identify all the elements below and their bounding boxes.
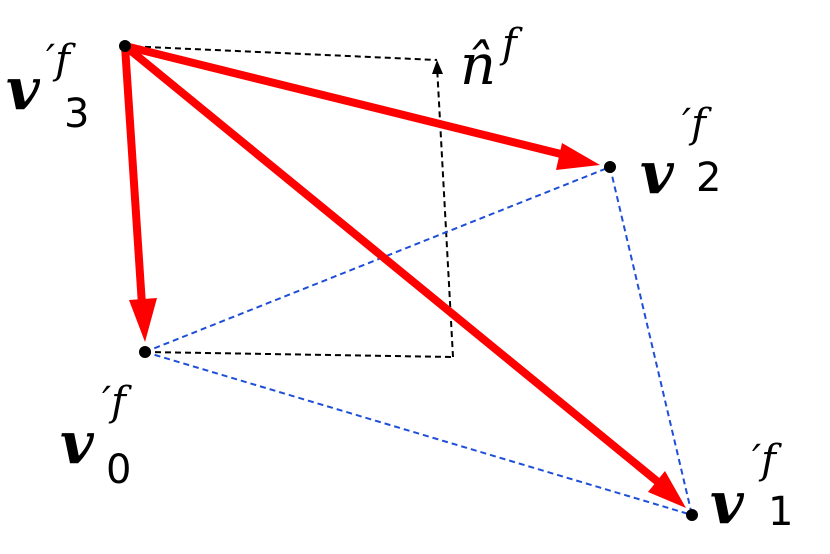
label-v0-sup: ′f: [102, 379, 126, 425]
label-v2-base: v: [640, 139, 674, 207]
label-v3-sub: 3: [64, 91, 90, 137]
edge-v3-v2-normal-box: [124, 45, 438, 61]
label-v3-sup: ′f: [46, 37, 70, 83]
label-v2-sup: ′f: [682, 101, 706, 147]
normal-vector-arrowhead: [432, 60, 443, 74]
label-v0: v ′f 0: [60, 382, 180, 500]
vertex-v0-point: [139, 346, 151, 358]
label-normal-sup: f: [502, 21, 517, 67]
edge-v0-v2-blue: [144, 166, 611, 353]
label-v0-sub: 0: [106, 447, 132, 493]
arrow-v3-v1-shaft: [121, 42, 662, 486]
edge-v0-normal-box: [144, 351, 454, 358]
label-normal-base: n̂: [460, 33, 497, 98]
vertex-v1-point: [686, 509, 698, 521]
normal-vector-line: [436, 65, 454, 358]
arrow-v3-v2-head: [556, 143, 600, 170]
arrow-v3-v1-head: [648, 471, 686, 508]
arrow-v3-v2-shaft: [121, 42, 569, 159]
vertex-v2-point: [604, 161, 616, 173]
vertex-v3-point: [119, 40, 131, 52]
label-v1-sup: ′f: [752, 437, 776, 483]
label-v3-base: v: [6, 55, 40, 123]
arrow-v3-v0-head: [129, 298, 157, 342]
label-v2: v ′f 2: [640, 104, 770, 222]
label-v1-sub: 1: [768, 489, 794, 535]
label-v1-base: v: [710, 469, 744, 537]
label-normal: n̂ f: [460, 24, 560, 110]
label-v2-sub: 2: [696, 155, 722, 201]
arrow-v3-v0-shaft: [121, 42, 146, 309]
label-v1: v ′f 1: [710, 440, 830, 554]
label-v0-base: v: [60, 409, 94, 477]
label-v3: v ′f 3: [6, 40, 126, 138]
edge-v0-v1-blue: [144, 351, 693, 516]
